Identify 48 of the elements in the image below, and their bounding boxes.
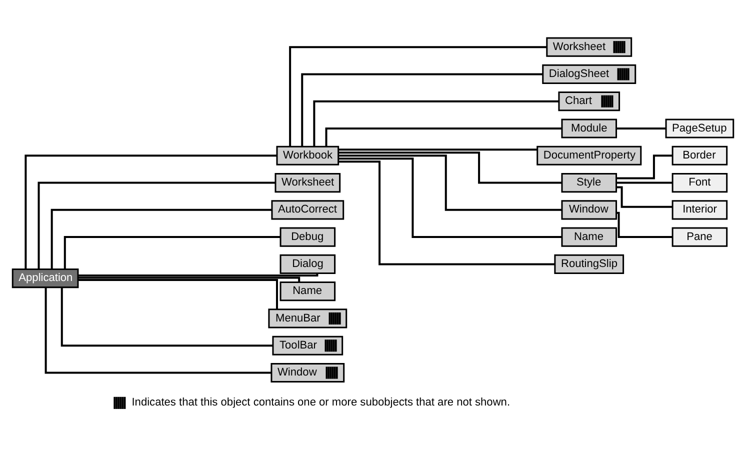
node-box: Name xyxy=(561,226,618,246)
node-box: MenuBar xyxy=(268,308,348,328)
connector xyxy=(338,157,562,238)
connector xyxy=(60,286,273,346)
connector xyxy=(64,236,280,269)
connector xyxy=(338,160,555,265)
node-box: PageSetup xyxy=(665,118,734,138)
connector xyxy=(313,100,559,146)
connector xyxy=(338,151,562,184)
node-box: Module xyxy=(561,118,618,138)
connector xyxy=(616,154,672,179)
node-box: Pane xyxy=(672,226,728,246)
connector xyxy=(325,126,562,146)
node-box: Style xyxy=(561,172,618,192)
node-box: Window xyxy=(561,200,618,220)
node-box: Chart xyxy=(558,91,620,111)
connector xyxy=(78,278,278,309)
connector xyxy=(44,286,272,374)
connector xyxy=(338,148,538,150)
node-box: DialogSheet xyxy=(542,64,636,84)
node-box: Dialog xyxy=(280,254,336,274)
node-box: Worksheet xyxy=(546,36,632,56)
connector xyxy=(78,272,318,276)
node-box: Interior xyxy=(672,200,728,220)
node-box: Worksheet xyxy=(274,172,341,192)
node-box: AutoCorrect xyxy=(271,200,344,220)
connector xyxy=(338,154,562,210)
node-box: Workbook xyxy=(276,145,340,165)
node-box: DocumentProperty xyxy=(536,145,642,165)
connector xyxy=(616,126,666,129)
connector xyxy=(24,154,277,269)
connector xyxy=(616,186,672,208)
connector xyxy=(616,181,672,184)
connector xyxy=(616,211,672,238)
node-box: Font xyxy=(672,172,728,192)
connector xyxy=(289,46,547,146)
connector xyxy=(50,208,272,269)
node-box: Border xyxy=(672,145,728,165)
node-box: Application xyxy=(12,268,79,288)
node-box: RoutingSlip xyxy=(554,254,624,274)
connector xyxy=(78,276,300,282)
node-box: Name xyxy=(280,281,336,301)
legend-label: Indicates that this object contains one or more subobjects that are not shown. xyxy=(132,396,510,408)
node-box: Window xyxy=(270,362,345,382)
connector xyxy=(38,181,276,269)
connector xyxy=(301,72,543,146)
node-box: Debug xyxy=(280,226,336,246)
node-box: ToolBar xyxy=(272,335,344,355)
